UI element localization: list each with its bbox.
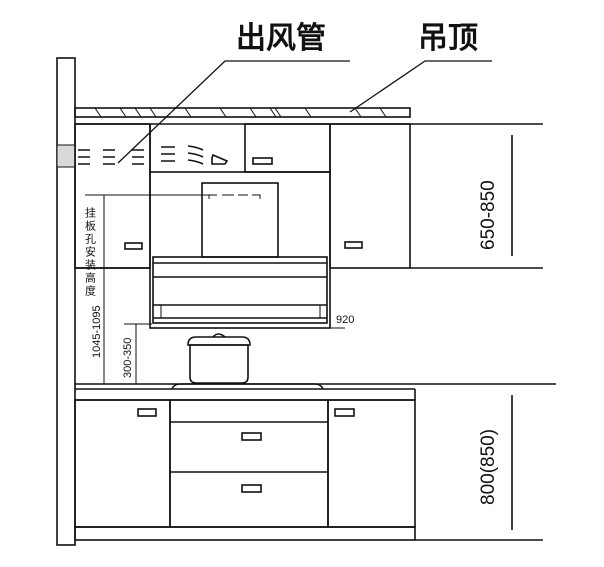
upper-cabinets [74, 123, 543, 269]
cabinet-handle [124, 242, 143, 250]
upper-cabinet-height: 650-850 [478, 180, 499, 250]
lower-cabinets [74, 399, 543, 541]
cabinet-handle [252, 157, 273, 165]
cabinet-handle [344, 241, 363, 249]
wall [56, 57, 76, 546]
drawer-handle [241, 432, 262, 441]
arrow-icon [211, 153, 229, 165]
duct-label: 出风管 [236, 21, 326, 56]
cabinet-handle [137, 408, 157, 417]
countertop [75, 383, 556, 401]
mount-hole-height-label: 挂板孔安装高度 [84, 206, 97, 298]
cabinet-handle [334, 408, 355, 417]
hood-to-stove-distance: 300-350 [122, 338, 134, 378]
lower-cabinet-height: 800(850) [478, 429, 499, 505]
airflow-marks [78, 145, 229, 165]
drawer-handle [241, 484, 262, 493]
hood-width: 920 [336, 314, 354, 326]
ceiling-label: 吊顶 [418, 21, 478, 56]
duct-opening [56, 144, 76, 168]
leader-lines [117, 60, 492, 164]
mount-hole-height: 1045-1095 [91, 305, 103, 358]
pot [187, 333, 251, 384]
suspended-ceiling [74, 107, 543, 125]
